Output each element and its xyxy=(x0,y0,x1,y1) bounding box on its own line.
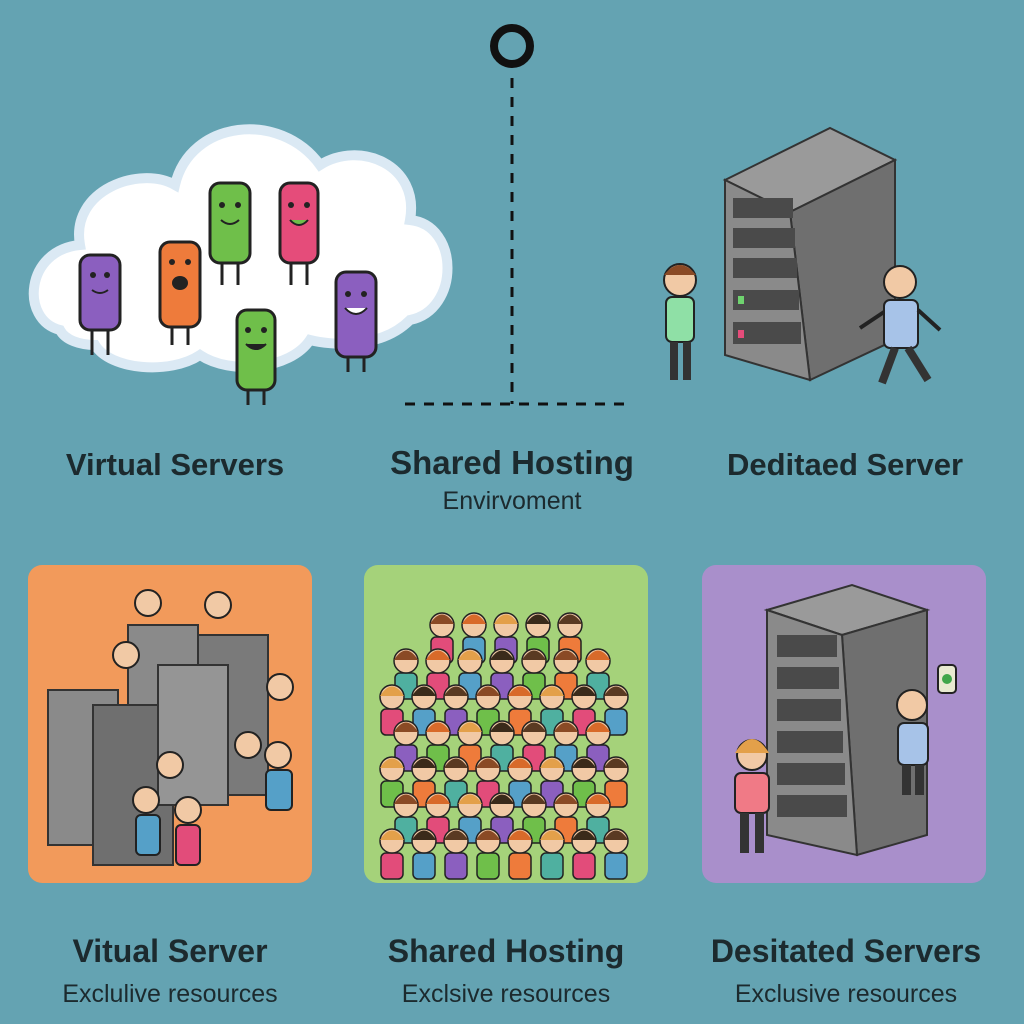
person-icon xyxy=(539,828,565,880)
person-icon xyxy=(553,792,579,844)
person-icon xyxy=(603,828,629,880)
person-icon xyxy=(539,756,565,808)
top-shared-hosting-title: Shared Hosting xyxy=(390,444,634,481)
person-icon xyxy=(507,828,533,880)
person-icon xyxy=(663,263,697,380)
shared-hosting-panel xyxy=(364,565,648,883)
person-icon xyxy=(425,720,451,772)
person-icon xyxy=(858,265,942,385)
person-icon xyxy=(443,828,469,880)
person-icon xyxy=(734,739,770,853)
virtual-server-character xyxy=(208,181,252,285)
virtual-server-character xyxy=(158,240,202,345)
server-rack-icon xyxy=(47,624,269,866)
top-virtual-servers-title: Virtual Servers xyxy=(65,447,285,482)
person-icon xyxy=(571,828,597,880)
person-icon xyxy=(475,756,501,808)
virtual-server-character xyxy=(235,308,277,405)
person-icon xyxy=(603,756,629,808)
bottom-dedicated-servers-title: Desitated Servers xyxy=(710,933,982,969)
person-icon xyxy=(896,664,957,795)
dedicated-server-panel xyxy=(702,565,986,883)
bottom-virtual-server-title: Vitual Server xyxy=(72,933,268,969)
bottom-shared-hosting-subtitle: Exclsive resources xyxy=(401,980,611,1008)
person-icon xyxy=(457,792,483,844)
crowd-illustration xyxy=(379,612,629,880)
top-shared-hosting-subtitle: Envirvoment xyxy=(442,487,582,515)
virtual-server-panel xyxy=(28,565,312,883)
person-icon xyxy=(393,648,419,700)
bottom-virtual-server-subtitle: Exclulive resources xyxy=(62,980,278,1008)
bottom-dedicated-servers-subtitle: Exclusive resources xyxy=(734,980,958,1008)
virtual-server-character xyxy=(278,181,320,285)
server-rack-icon xyxy=(763,583,931,857)
virtual-server-character xyxy=(334,270,378,372)
connector-node-icon xyxy=(490,24,534,68)
person-icon xyxy=(603,684,629,736)
person-icon xyxy=(585,648,611,700)
virtual-server-character xyxy=(78,253,122,355)
person-icon xyxy=(457,720,483,772)
person-icon xyxy=(112,589,294,866)
person-icon xyxy=(507,756,533,808)
person-icon xyxy=(379,828,405,880)
top-dedicated-server-title: Deditaed Server xyxy=(726,447,964,482)
person-icon xyxy=(411,828,437,880)
server-rack-icon xyxy=(722,126,898,382)
person-icon xyxy=(475,828,501,880)
bottom-shared-hosting-title: Shared Hosting xyxy=(387,933,625,969)
